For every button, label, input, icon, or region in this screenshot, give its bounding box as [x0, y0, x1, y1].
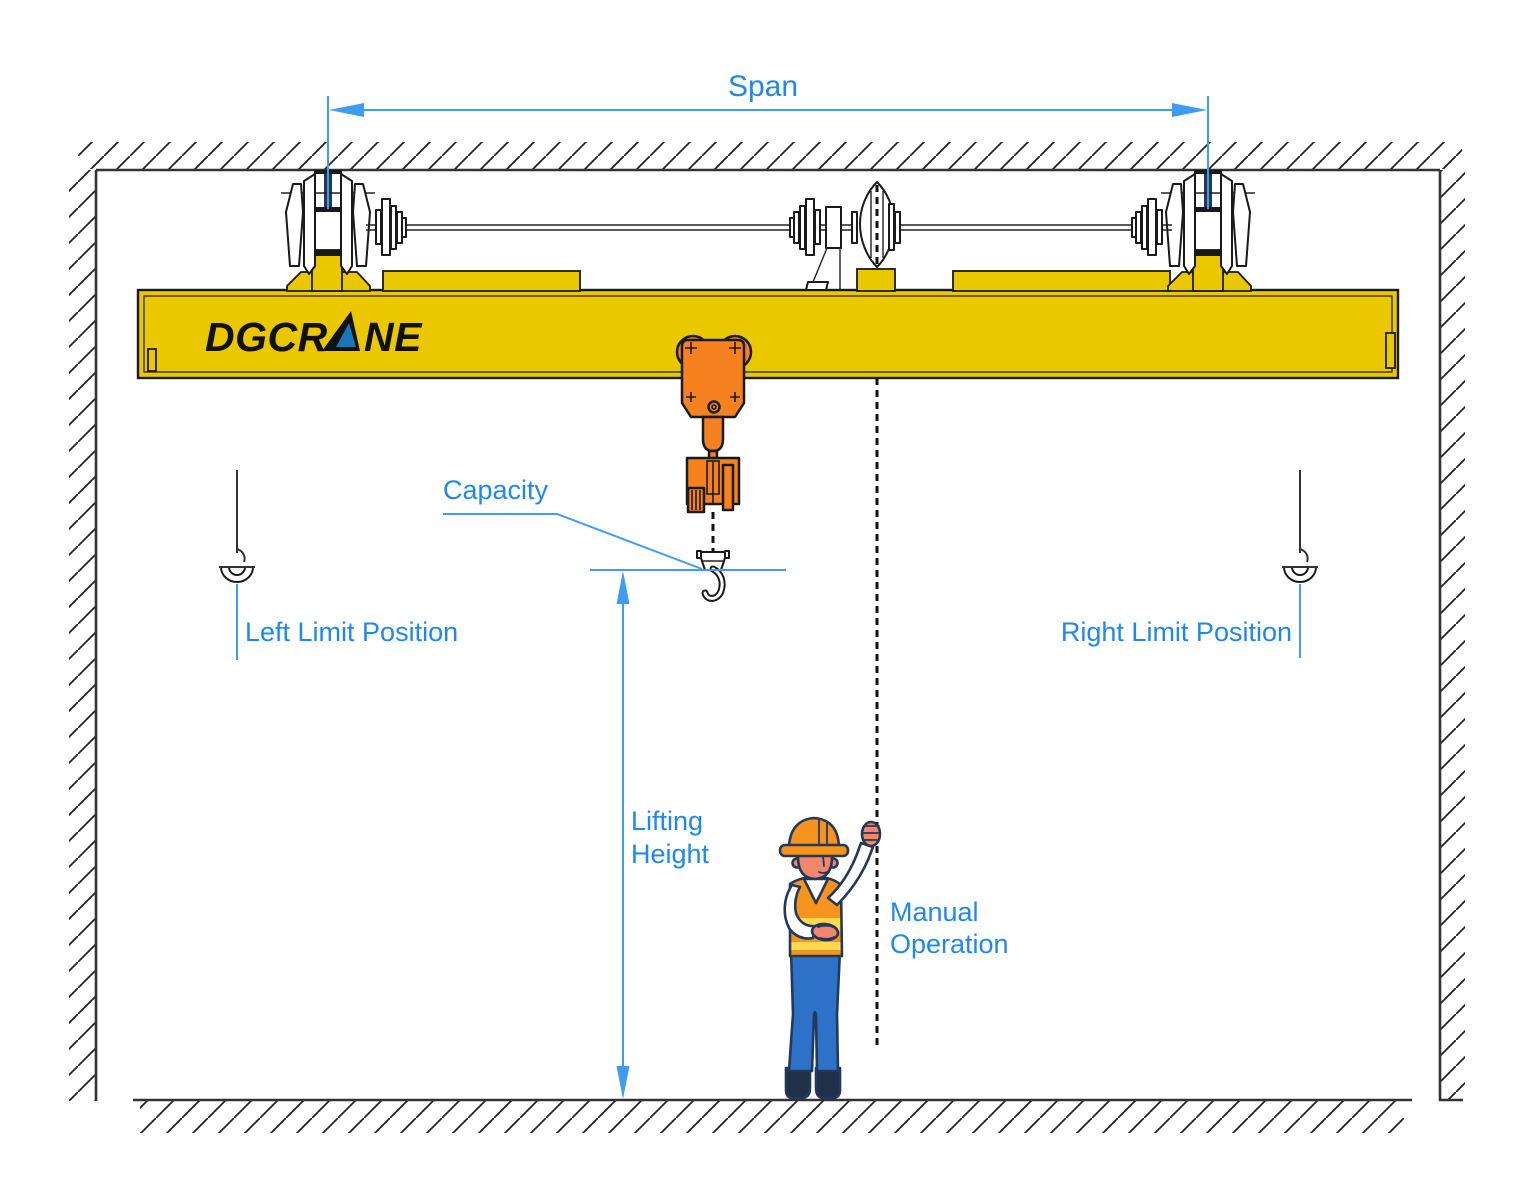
floor	[133, 1098, 1412, 1133]
right-wall-line	[1438, 170, 1463, 1102]
capacity-label: Capacity	[443, 475, 549, 505]
coupling-centre	[789, 198, 821, 256]
lifting-height-arrow-top	[616, 571, 630, 604]
manual-operation-label-1: Manual	[890, 897, 979, 927]
trolley-neck	[701, 415, 725, 453]
span-arrow-left	[329, 103, 364, 117]
dgcrane-logo: DGCR NE	[205, 311, 423, 360]
right-limit-annotation: Right Limit Position	[1061, 584, 1301, 658]
worker-vest-stripe-2	[791, 942, 841, 950]
left-limit-hook-icon	[220, 566, 254, 583]
lifting-height-dimension: Lifting Height	[616, 571, 710, 1099]
shaft-right	[896, 224, 1172, 231]
shaft-left	[366, 224, 791, 231]
logo-a-triangle-icon	[336, 323, 356, 347]
shaft-bracket	[805, 206, 842, 291]
right-limit-hook-icon	[1283, 566, 1317, 583]
worker-hand-left	[810, 922, 840, 942]
span-label: Span	[728, 70, 798, 103]
trolley-hub-inner	[711, 404, 717, 410]
coupling-right	[1131, 198, 1163, 256]
trolley-bolt-marks	[685, 342, 741, 402]
capacity-leader	[443, 513, 703, 570]
hand-chain-wheel	[851, 181, 901, 268]
girder-right-notch	[1385, 332, 1396, 369]
left-wall-hatch	[69, 170, 95, 1101]
left-wall	[69, 170, 98, 1101]
girder-left-notch	[147, 348, 157, 372]
capacity-annotation: Capacity	[443, 475, 786, 571]
hoist-hook	[696, 550, 730, 602]
span-dimension: Span	[327, 70, 1209, 209]
worker-boot-left	[784, 1066, 812, 1100]
hoist-trolley	[675, 334, 753, 602]
worker-hat-brim	[778, 843, 850, 858]
floor-hatch	[140, 1101, 1404, 1133]
manual-operation-annotation: Manual Operation	[890, 897, 1009, 959]
lifting-height-label-1: Lifting	[631, 806, 703, 836]
left-pedestal	[286, 249, 371, 292]
logo-text-right: NE	[364, 314, 423, 360]
right-wall	[1438, 170, 1465, 1102]
right-limit-marker	[1282, 470, 1318, 583]
left-limit-marker	[219, 470, 255, 583]
worker-pants	[787, 948, 842, 1073]
coupling-left	[375, 198, 407, 256]
worker-boot-right	[814, 1066, 842, 1100]
ceiling-hatch	[78, 142, 1462, 169]
right-wall-hatch	[1441, 170, 1465, 1100]
trolley-hub	[707, 400, 721, 414]
girder-top-platform-right	[952, 270, 1171, 292]
span-arrow-right	[1172, 103, 1207, 117]
worker	[778, 816, 882, 1100]
girder-top-platform-left	[382, 270, 581, 292]
trolley-body	[680, 338, 746, 419]
left-limit-label: Left Limit Position	[245, 617, 458, 647]
span-extension-lines	[327, 96, 1209, 209]
manual-operation-label-2: Operation	[890, 929, 1009, 959]
chain-wheel-base	[856, 268, 896, 292]
ceiling	[78, 142, 1462, 172]
right-limit-label: Right Limit Position	[1061, 617, 1292, 647]
lifting-height-label-2: Height	[631, 839, 710, 869]
right-pedestal	[1167, 249, 1252, 292]
drive-shaft	[366, 181, 1172, 291]
chain-hoist-block	[685, 456, 741, 514]
left-limit-annotation: Left Limit Position	[236, 584, 458, 660]
logo-text-left: DGCR	[205, 314, 328, 360]
lifting-height-arrow-bottom	[616, 1066, 630, 1099]
